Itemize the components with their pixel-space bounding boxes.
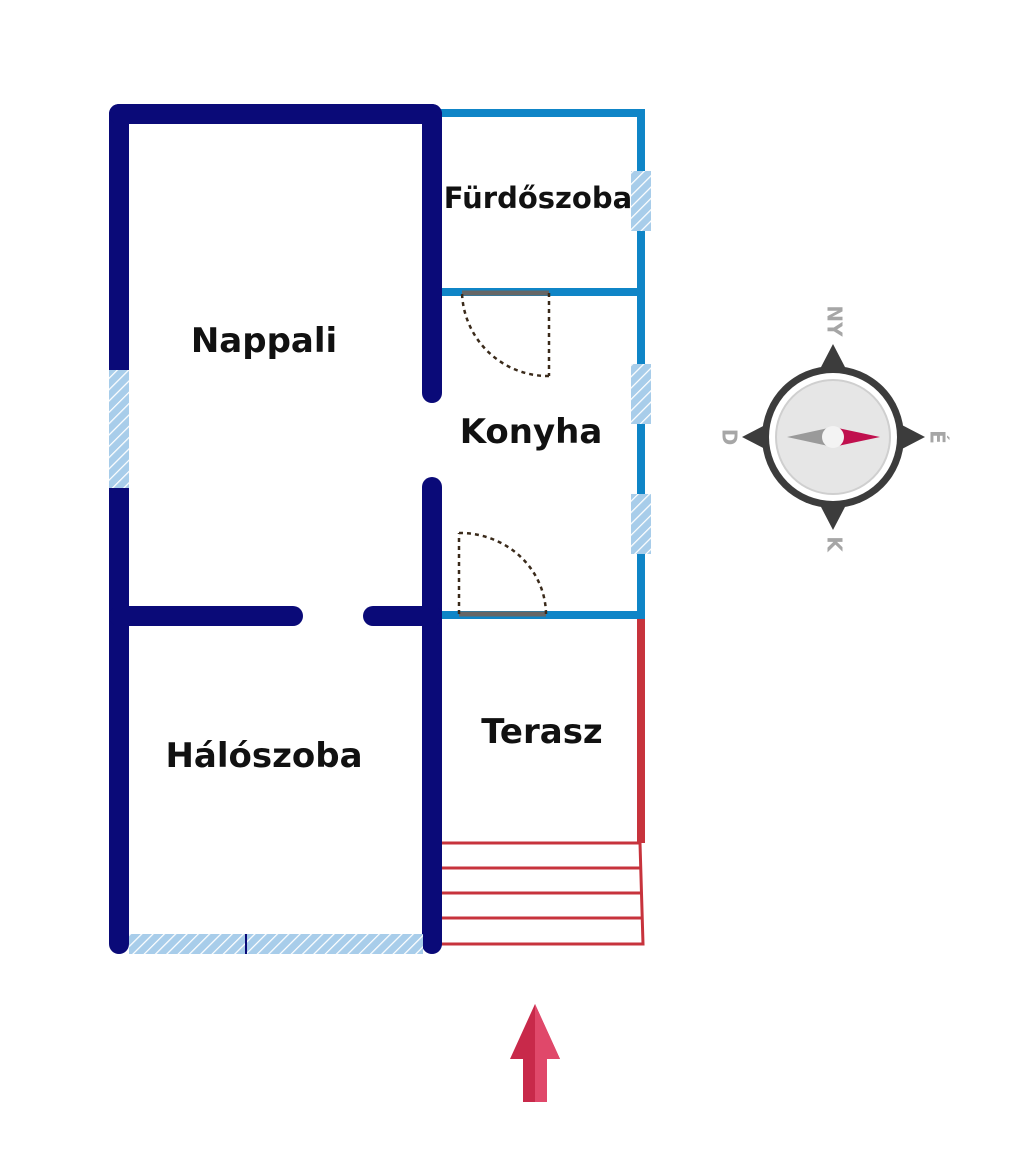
window-bedroom-bottom [129, 934, 423, 954]
room-label-furdoszoba: Fürdőszoba [444, 181, 632, 215]
room-label-terasz: Terasz [481, 712, 602, 752]
compass-icon: NY K É D [718, 305, 950, 553]
compass-label-south: K [823, 536, 847, 553]
main-walls [109, 104, 442, 954]
window-bathroom [631, 171, 651, 231]
compass-label-east: É [926, 430, 950, 444]
terrace-stairs [438, 841, 645, 946]
door-kitchen [457, 531, 548, 617]
compass-label-west: D [718, 429, 742, 446]
door-bathroom [460, 290, 551, 378]
compass-label-north: NY [823, 305, 847, 337]
windows [109, 171, 651, 954]
room-label-konyha: Konyha [460, 412, 603, 452]
window-kitchen-upper [631, 364, 651, 424]
compass-pointer-west [787, 427, 833, 447]
compass-pointer-east [833, 427, 880, 447]
room-label-nappali: Nappali [191, 321, 337, 361]
entrance-arrow-icon [510, 1004, 560, 1102]
room-label-haloszoba: Hálószoba [165, 736, 362, 776]
window-kitchen-lower [631, 494, 651, 554]
window-nappali [109, 370, 129, 488]
